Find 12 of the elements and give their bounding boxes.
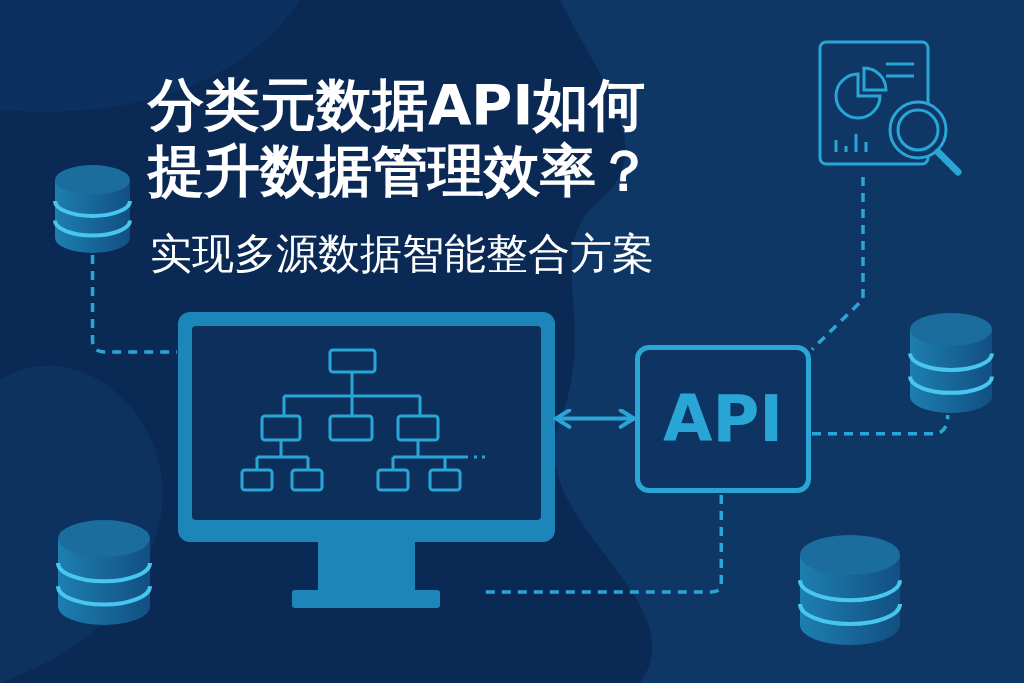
- database-cylinder: [55, 165, 130, 253]
- dashed-connector: [810, 177, 865, 351]
- dashed-connector: [812, 414, 950, 436]
- title: 分类元数据API如何提升数据管理效率？: [148, 72, 653, 204]
- database-cylinder: [910, 313, 992, 413]
- dashed-connector: [90, 255, 177, 354]
- database-cylinder: [58, 520, 150, 625]
- api-box: API: [635, 345, 811, 493]
- database-cylinder: [800, 535, 900, 645]
- subtitle: 实现多源数据智能整合方案: [150, 228, 655, 280]
- double-arrow: [554, 408, 636, 429]
- monitor-drawing: [178, 312, 555, 608]
